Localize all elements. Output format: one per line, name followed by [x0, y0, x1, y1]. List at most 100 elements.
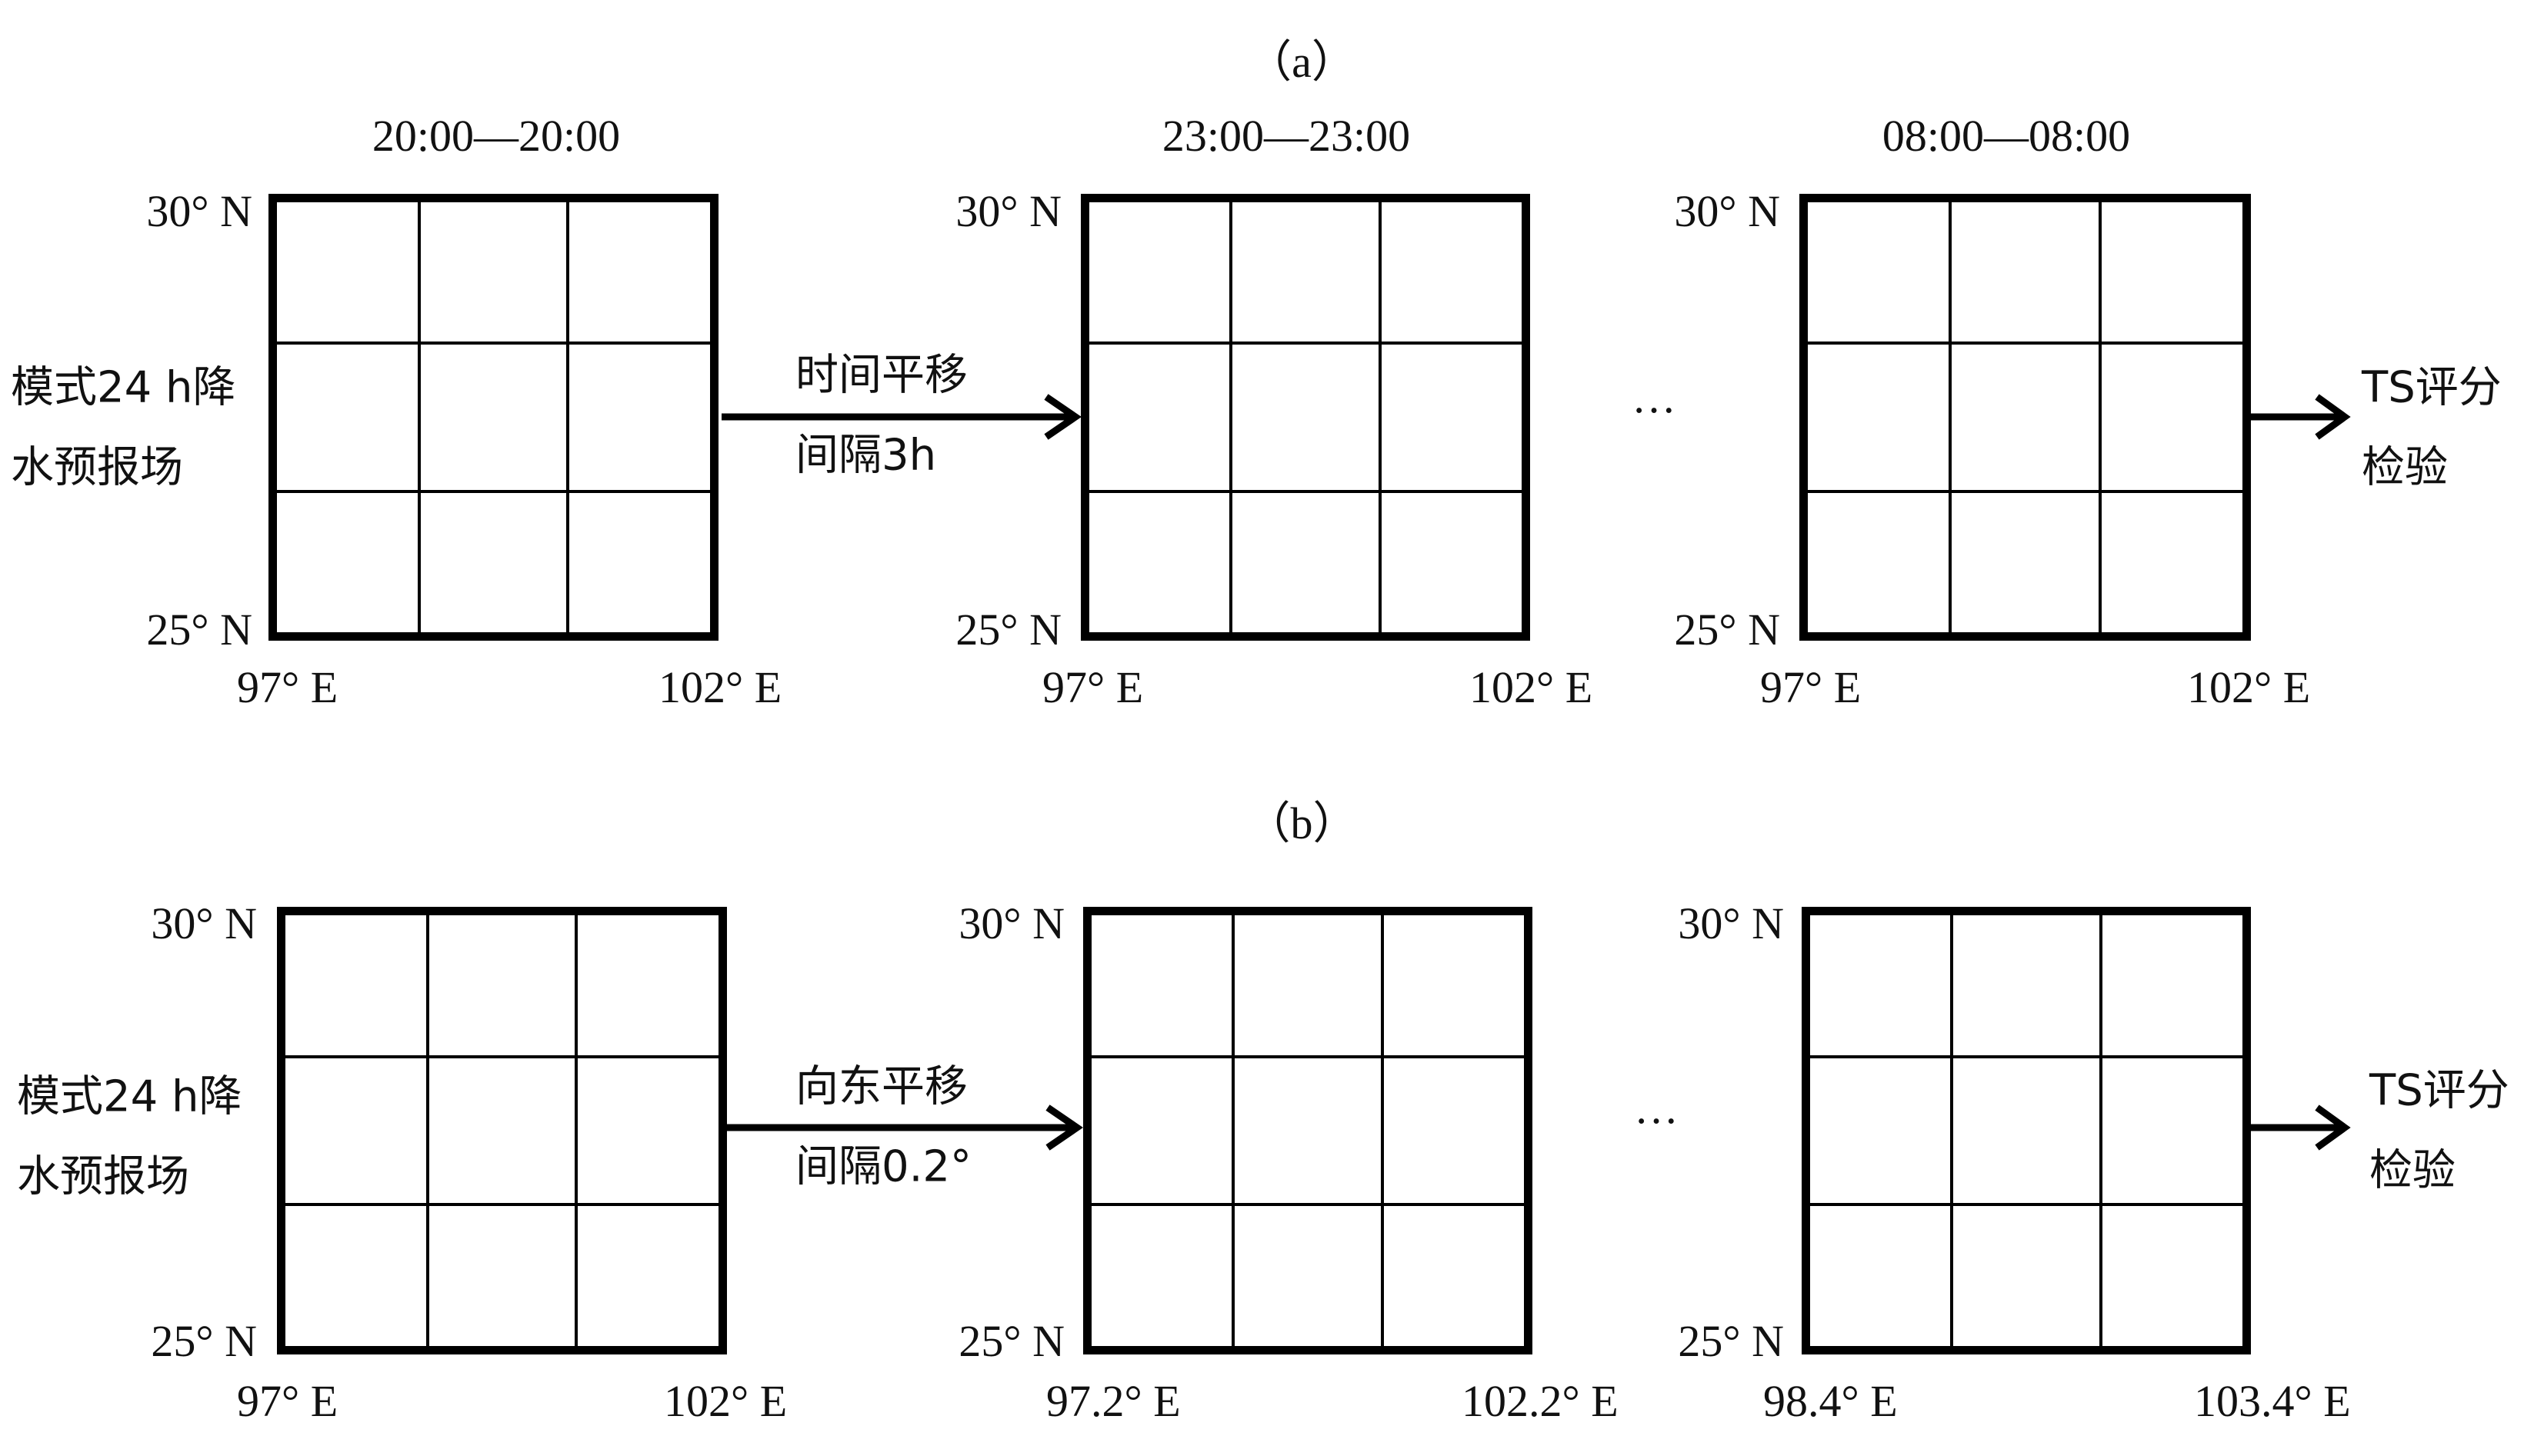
grid-cell: [1083, 1203, 1235, 1354]
grid-cell: [566, 489, 719, 641]
east-shift-label-line1: 向东平移: [795, 1061, 968, 1112]
grid-cell: [1232, 1055, 1384, 1207]
grid-cell: [1229, 194, 1382, 345]
grid-a2-lat-bottom: 25° N: [955, 605, 1062, 655]
grid-cell: [1378, 342, 1530, 493]
ts-score-label-line2: 检验: [2362, 442, 2448, 492]
grid-cell: [277, 907, 429, 1058]
grid-cell: [2099, 1203, 2251, 1354]
ts-score-label-line1: TS评分: [2362, 362, 2502, 413]
ellipsis-b: ···: [1634, 1096, 1679, 1146]
model-forecast-label-a: 模式24 h降 水预报场: [11, 348, 236, 507]
grid-cell: [1802, 1055, 1954, 1207]
grid-cell: [1799, 194, 1952, 345]
time-shift-label-line2: 间隔3h: [795, 430, 937, 480]
grid-cell: [2098, 342, 2251, 493]
grid-a3: [1799, 194, 2251, 641]
ts-score-arrow-icon: [2251, 1104, 2352, 1151]
grid-a3-lat-top: 30° N: [1674, 186, 1780, 236]
grid-a1: [268, 194, 719, 641]
grid-a1-lon-right: 102° E: [659, 662, 782, 712]
east-shift-label: 向东平移 间隔0.2°: [795, 1047, 972, 1206]
grid-b1-lat-bottom: 25° N: [151, 1316, 257, 1366]
model-forecast-label-line2: 水预报场: [17, 1151, 189, 1201]
grid-b1-lon-right: 102° E: [664, 1376, 788, 1426]
grid-cell: [1949, 489, 2102, 641]
grid-cell: [2098, 194, 2251, 345]
time-shift-arrow-icon: [722, 394, 1083, 440]
grid-cell: [1378, 489, 1530, 641]
grid-cell: [1950, 1055, 2102, 1207]
grid-cell: [1950, 907, 2102, 1058]
panel-label-a: （a）: [1247, 37, 1356, 87]
grid-cell: [1081, 194, 1233, 345]
grid-a3-lon-left: 97° E: [1760, 662, 1862, 712]
grid-a1-lat-bottom: 25° N: [146, 605, 252, 655]
grid-cell: [1380, 1055, 1532, 1207]
grid-a2: [1081, 194, 1530, 641]
grid-cell: [268, 342, 421, 493]
grid-b2: [1083, 907, 1532, 1354]
grid-cell: [1232, 907, 1384, 1058]
grid-cell: [575, 1203, 727, 1354]
grid-b2-lat-top: 30° N: [959, 898, 1065, 948]
model-forecast-label-b: 模式24 h降 水预报场: [17, 1057, 242, 1216]
grid-cell: [417, 342, 570, 493]
grid-a3-lat-bottom: 25° N: [1674, 605, 1780, 655]
ts-score-label-a: TS评分 检验: [2362, 348, 2502, 507]
ellipsis-a: ···: [1632, 385, 1676, 435]
east-shift-label-line2: 间隔0.2°: [795, 1141, 972, 1191]
grid-cell: [1799, 489, 1952, 641]
grid-cell: [566, 194, 719, 345]
grid-b2-lat-bottom: 25° N: [959, 1316, 1065, 1366]
grid-a1-time-title: 20:00—20:00: [372, 111, 621, 161]
grid-cell: [1229, 489, 1382, 641]
grid-cell: [417, 489, 570, 641]
grid-a2-lon-left: 97° E: [1042, 662, 1144, 712]
grid-cell: [425, 1203, 578, 1354]
grid-cell: [575, 1055, 727, 1207]
grid-cell: [268, 194, 421, 345]
grid-cell: [2099, 1055, 2251, 1207]
grid-cell: [1083, 907, 1235, 1058]
grid-a2-time-title: 23:00—23:00: [1162, 111, 1411, 161]
grid-cell: [1949, 342, 2102, 493]
model-forecast-label-line1: 模式24 h降: [17, 1071, 242, 1122]
ts-score-label-b: TS评分 检验: [2369, 1051, 2509, 1210]
grid-cell: [566, 342, 719, 493]
grid-cell: [575, 907, 727, 1058]
grid-cell: [417, 194, 570, 345]
panel-label-b: （b）: [1245, 798, 1358, 848]
grid-b2-lon-left: 97.2° E: [1046, 1376, 1181, 1426]
grid-cell: [277, 1203, 429, 1354]
grid-cell: [1802, 1203, 1954, 1354]
grid-b3-lat-bottom: 25° N: [1678, 1316, 1784, 1366]
grid-cell: [1081, 489, 1233, 641]
ts-score-label-line1: TS评分: [2369, 1065, 2509, 1116]
grid-a3-time-title: 08:00—08:00: [1882, 111, 2131, 161]
grid-cell: [1380, 1203, 1532, 1354]
east-shift-arrow-icon: [726, 1104, 1085, 1151]
grid-cell: [1799, 342, 1952, 493]
grid-b3-lon-right: 103.4° E: [2194, 1376, 2351, 1426]
time-shift-label-line1: 时间平移: [795, 350, 968, 401]
grid-b3-lon-left: 98.4° E: [1763, 1376, 1898, 1426]
grid-b3: [1802, 907, 2251, 1354]
grid-cell: [1083, 1055, 1235, 1207]
grid-cell: [1380, 907, 1532, 1058]
grid-b3-lat-top: 30° N: [1678, 898, 1784, 948]
grid-cell: [1378, 194, 1530, 345]
grid-cell: [1081, 342, 1233, 493]
grid-b2-lon-right: 102.2° E: [1462, 1376, 1619, 1426]
grid-b1: [277, 907, 727, 1354]
ts-score-label-line2: 检验: [2369, 1145, 2456, 1195]
grid-cell: [2099, 907, 2251, 1058]
ts-score-arrow-icon: [2251, 394, 2352, 440]
grid-cell: [1232, 1203, 1384, 1354]
grid-cell: [425, 907, 578, 1058]
grid-cell: [425, 1055, 578, 1207]
grid-cell: [277, 1055, 429, 1207]
time-shift-label: 时间平移 间隔3h: [795, 335, 968, 495]
grid-b1-lon-left: 97° E: [237, 1376, 338, 1426]
